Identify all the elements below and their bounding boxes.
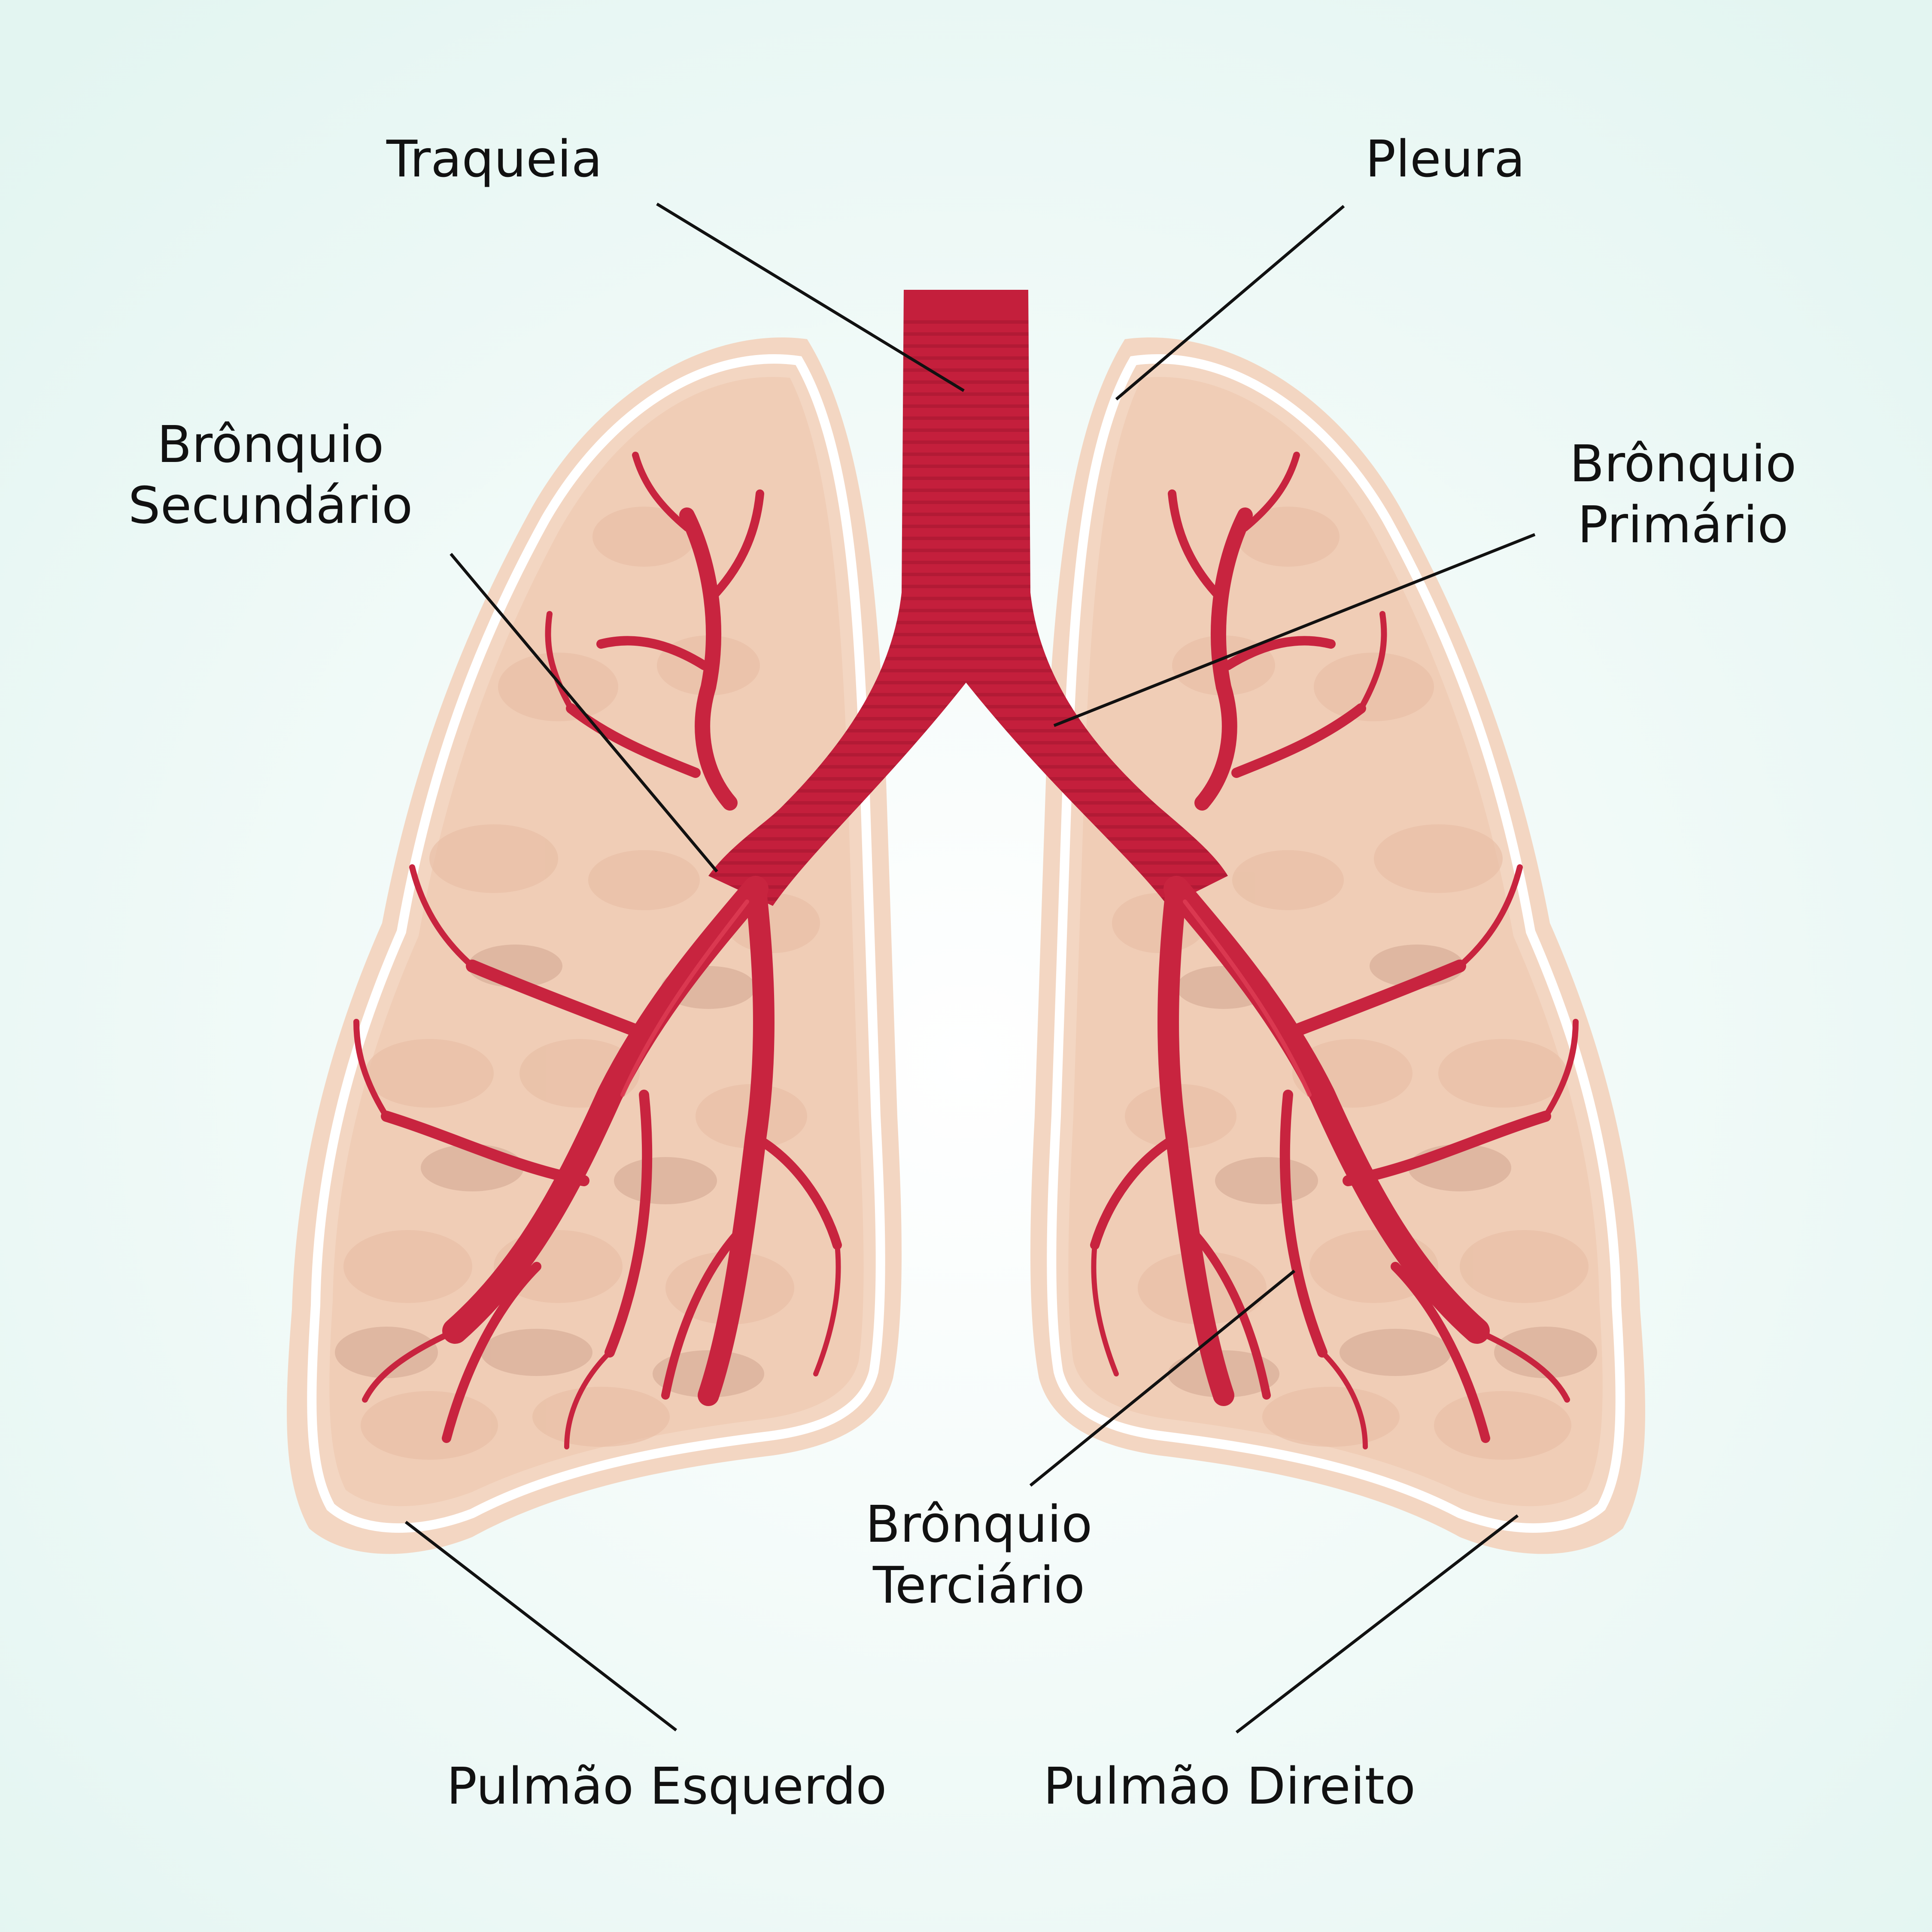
leader-pulmao-esquerdo: [404, 1521, 677, 1732]
bronchial-tree-left: [353, 452, 842, 1449]
label-bronquio-terciario-line2: Terciário: [872, 1555, 1085, 1615]
label-pleura-text: Pleura: [1365, 129, 1525, 188]
label-bronquio-terciario: Brônquio Terciário: [841, 1494, 1116, 1616]
label-pulmao-esquerdo: Pulmão Esquerdo: [447, 1756, 887, 1817]
leader-bronquio-primario: [1053, 533, 1536, 727]
label-pulmao-direito-text: Pulmão Direito: [1043, 1756, 1416, 1816]
right-lung: [1030, 337, 1645, 1554]
label-bronquio-terciario-line1: Brônquio: [865, 1495, 1093, 1554]
leader-pulmao-direito: [1235, 1514, 1519, 1734]
leader-traqueia: [656, 203, 965, 392]
leader-bronquio-secundario: [450, 553, 718, 873]
right-lung-texture: [1112, 507, 1589, 1460]
label-bronquio-secundario-line2: Secundário: [128, 475, 413, 535]
label-bronquio-primario: Brônquio Primário: [1546, 434, 1820, 555]
right-pleura-line: [1047, 354, 1625, 1533]
label-pulmao-direito: Pulmão Direito: [1043, 1756, 1416, 1817]
trachea: [708, 290, 1228, 906]
leader-pleura: [1115, 205, 1345, 401]
left-pleura-line: [307, 354, 885, 1533]
leader-lines: [404, 203, 1536, 1734]
bronchial-tree-right: [1090, 452, 1579, 1449]
leader-bronquio-terciario: [1029, 1270, 1296, 1487]
label-pleura: Pleura: [1365, 129, 1525, 190]
label-traqueia-text: Traqueia: [386, 129, 602, 188]
label-bronquio-primario-line2: Primário: [1577, 495, 1789, 554]
label-bronquio-primario-line1: Brônquio: [1569, 434, 1797, 493]
label-traqueia: Traqueia: [386, 129, 602, 190]
label-pulmao-esquerdo-text: Pulmão Esquerdo: [447, 1756, 887, 1816]
label-bronquio-secundario-line1: Brônquio: [157, 415, 384, 474]
label-bronquio-secundario: Brônquio Secundário: [107, 414, 434, 536]
